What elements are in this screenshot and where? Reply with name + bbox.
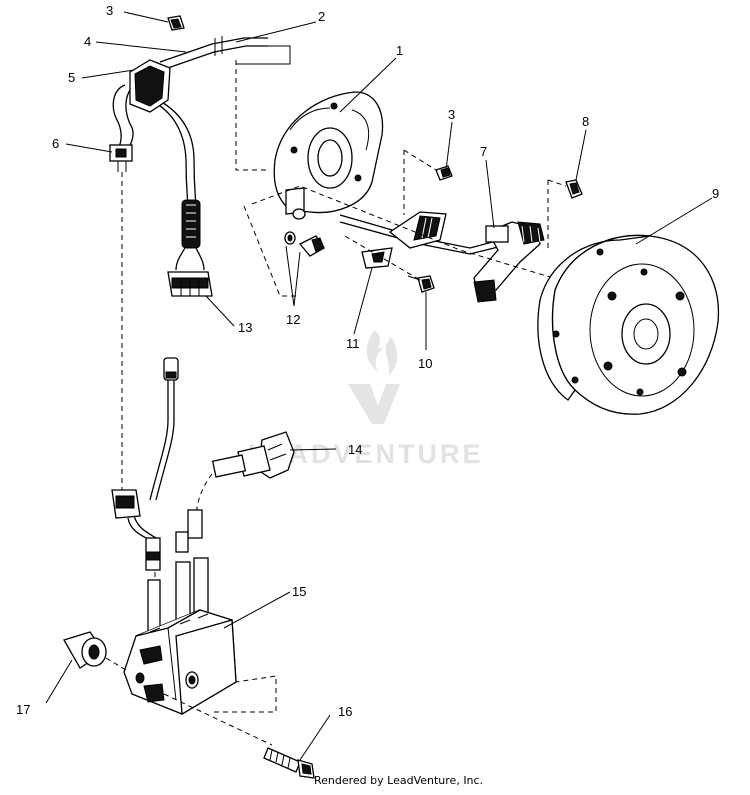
part-13-harness-connector [167, 199, 213, 297]
part-15-ignition-coil [123, 531, 277, 746]
ignition-wiring [111, 172, 179, 590]
callout-3-top: 3 [106, 3, 113, 18]
callout-6: 6 [52, 136, 59, 151]
part-12-screw-washer [284, 231, 325, 257]
callout-11: 11 [346, 336, 360, 351]
leadventure-flame-logo-icon [366, 330, 398, 376]
callout-8: 8 [582, 114, 589, 129]
part-8-screw [565, 179, 583, 199]
callout-17: 17 [16, 702, 30, 717]
part-3-screw-top [167, 15, 185, 31]
callout-9: 9 [712, 186, 719, 201]
callout-10: 10 [418, 356, 432, 371]
footer-credit: Rendered by LeadVenture, Inc. [314, 774, 483, 787]
part-11-wire-clamp [361, 247, 393, 269]
callout-14: 14 [348, 442, 362, 457]
callout-4: 4 [84, 34, 91, 49]
part-14-spark-plug-cap [187, 431, 295, 539]
alignment-lines [243, 149, 567, 297]
callout-7: 7 [480, 144, 487, 159]
part-17-spacer [63, 631, 127, 671]
part-3-screw-right [435, 165, 453, 181]
leadventure-v-logo-icon [348, 384, 400, 424]
stator-coil [388, 211, 447, 249]
part-9-flywheel [537, 234, 720, 415]
part-10-screw [407, 275, 435, 293]
part-6-connector [109, 144, 133, 172]
callout-15: 15 [292, 584, 306, 599]
callout-1: 1 [396, 43, 403, 58]
callout-2: 2 [318, 9, 325, 24]
callout-labels: 1 2 3 3 4 5 6 7 8 9 10 11 12 13 14 15 16… [16, 3, 719, 719]
callout-12: 12 [286, 312, 300, 327]
leader-lines [45, 11, 713, 761]
part-1-stator-plate [273, 91, 503, 255]
callout-3-right: 3 [448, 107, 455, 122]
callout-16: 16 [338, 704, 352, 719]
wiring-harness [112, 36, 291, 211]
part-5-regulator [129, 59, 171, 113]
callout-5: 5 [68, 70, 75, 85]
part-7-charge-coil [473, 221, 545, 303]
part-16-bolt [263, 747, 315, 779]
callout-13: 13 [238, 320, 252, 335]
